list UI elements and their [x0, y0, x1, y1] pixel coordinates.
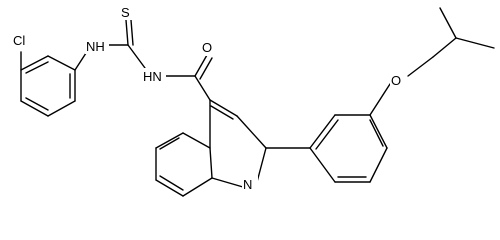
- isobutoxyphenyl-ring: [309, 114, 388, 183]
- carbonyl-oxygen-label: O: [202, 40, 212, 55]
- chemical-structure: Cl NH S HN O O N: [12, 4, 495, 197]
- quinoline-pyridine-ring: [209, 99, 267, 188]
- chlorine-label: Cl: [13, 33, 25, 48]
- quinoline-nitrogen-label: N: [243, 177, 252, 192]
- structure-canvas: Cl NH S HN O O N: [12, 4, 495, 197]
- amide-carbonyl: [194, 54, 213, 101]
- quinoline-benzo-ring: [155, 132, 213, 197]
- sulfur-label: S: [121, 5, 130, 20]
- chlorophenyl-ring: [20, 55, 76, 117]
- isobutoxy-chain: [369, 7, 495, 116]
- amide-nh-label: HN: [143, 69, 162, 84]
- ether-oxygen-label: O: [391, 73, 401, 88]
- thiourea-nh-label: NH: [86, 39, 105, 54]
